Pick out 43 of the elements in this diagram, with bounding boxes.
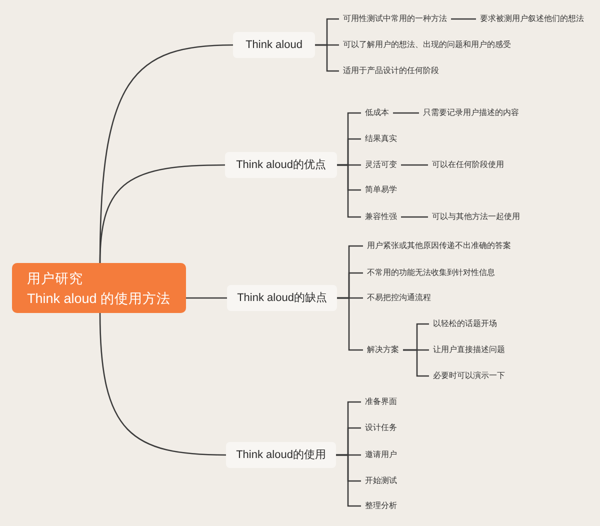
subtopic-text: 解决方案: [363, 344, 403, 356]
connector-line: [403, 349, 429, 377]
connector-line: [337, 297, 363, 351]
subtopic-text: 必要时可以演示一下: [429, 370, 509, 382]
subtopic-text: 用户紧张或其他原因传递不出准确的答案: [363, 240, 515, 252]
connector-line: [186, 297, 227, 299]
topic-text: Think aloud 的使用方法: [27, 290, 172, 308]
connector-line: [99, 312, 226, 456]
subtopic-text: 设计任务: [361, 422, 401, 434]
subtopic-text: 只需要记录用户描述的内容: [419, 107, 523, 119]
subtopic-text: 适用于产品设计的任何阶段: [339, 65, 443, 77]
subtopic-text: 可以在任何阶段使用: [428, 159, 508, 171]
connector-line: [337, 164, 361, 218]
subtopic-text: 以轻松的话题开场: [429, 318, 501, 330]
subtopic-text: 可以与其他方法一起使用: [428, 211, 524, 223]
topic-box: Think aloud的使用: [226, 442, 336, 468]
subtopic-text: 整理分析: [361, 500, 401, 512]
connector-line: [451, 18, 476, 20]
connector-line: [401, 216, 428, 218]
topic-heading: 用户研究: [27, 270, 84, 288]
subtopic-text: 准备界面: [361, 396, 401, 408]
topic-box: Think aloud: [233, 32, 315, 58]
subtopic-text: 简单易学: [361, 184, 401, 196]
connector-line: [401, 164, 428, 166]
subtopic-text: 可用性测试中常用的一种方法: [339, 13, 451, 25]
subtopic-text: 要求被测用户叙述他们的想法: [476, 13, 588, 25]
subtopic-text: 不常用的功能无法收集到针对性信息: [363, 267, 499, 279]
subtopic-text: 低成本: [361, 107, 393, 119]
subtopic-text: 让用户直接描述问题: [429, 344, 509, 356]
subtopic-text: 兼容性强: [361, 211, 401, 223]
subtopic-text: 结果真实: [361, 133, 401, 145]
connector-line: [393, 112, 419, 114]
subtopic-text: 开始测试: [361, 475, 401, 487]
connector-line: [315, 44, 339, 72]
topic-box: Think aloud的优点: [225, 152, 337, 178]
connector-line: [99, 164, 225, 264]
subtopic-text: 不易把控沟通流程: [363, 292, 435, 304]
subtopic-text: 邀请用户: [361, 449, 401, 461]
connector-line: [336, 454, 361, 507]
topic-box: Think aloud的缺点: [227, 285, 337, 311]
central-topic-box: [12, 263, 186, 313]
subtopic-text: 灵活可变: [361, 159, 401, 171]
subtopic-text: 可以了解用户的想法、出现的问题和用户的感受: [339, 39, 515, 51]
